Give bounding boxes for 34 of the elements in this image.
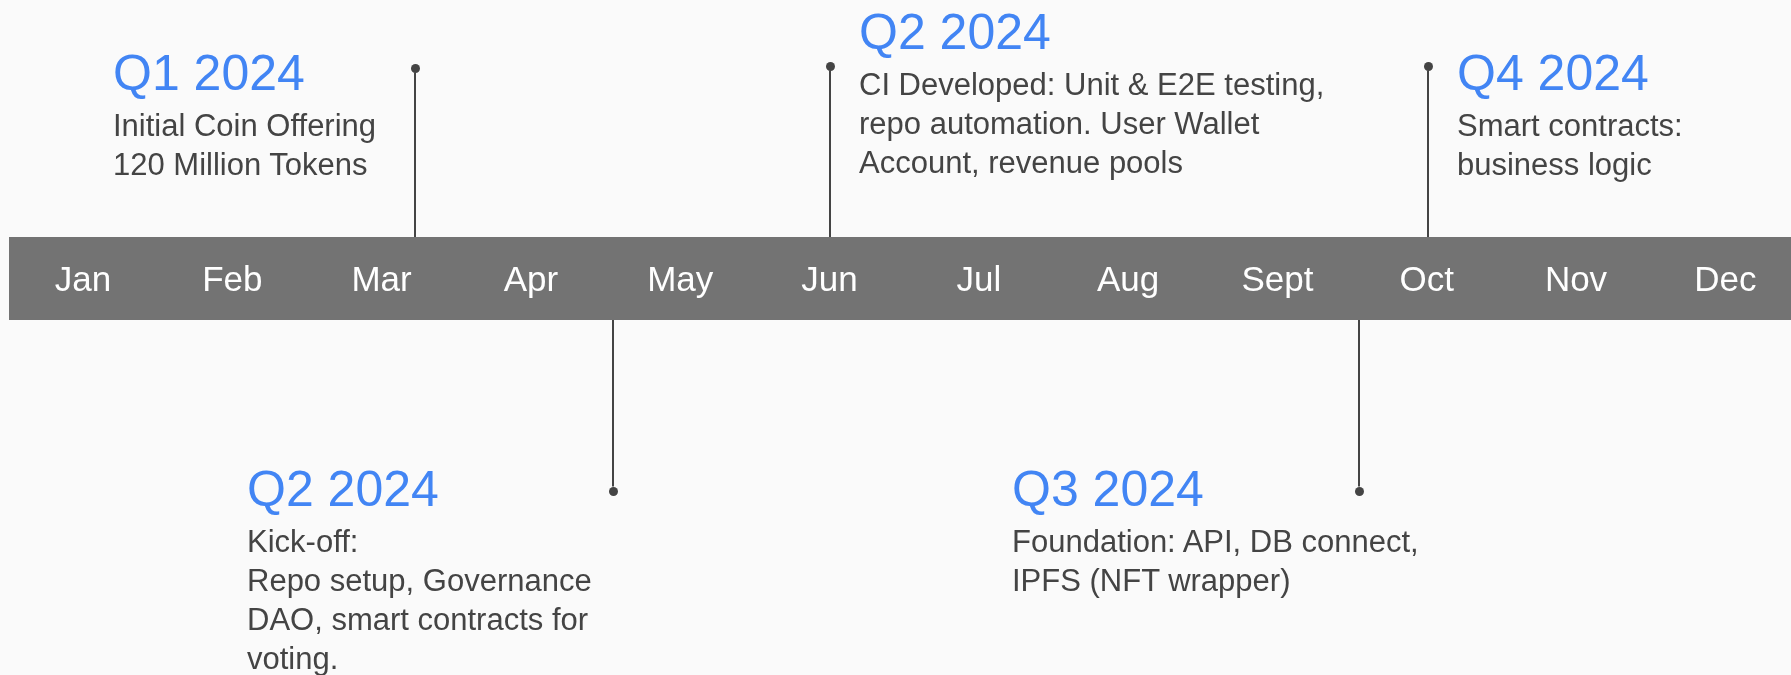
- month-label: Oct: [1399, 258, 1454, 299]
- milestone-text: CI Developed: Unit & E2E testing, repo automation. User Wallet Account, revenue pools: [859, 66, 1326, 182]
- month-label: Nov: [1544, 258, 1608, 299]
- month-label: Aug: [1096, 258, 1160, 299]
- milestone-text: Smart contracts: business logic: [1457, 107, 1684, 184]
- milestone-heading: Q2 2024: [859, 3, 1052, 61]
- month-label: Feb: [202, 258, 263, 299]
- leader-line: [829, 69, 831, 238]
- milestone-heading: Q4 2024: [1457, 44, 1650, 102]
- leader-line: [612, 319, 614, 488]
- timeline-bar: [9, 237, 1791, 320]
- pin-dot: [825, 61, 835, 71]
- milestone-heading: Q2 2024: [247, 460, 440, 518]
- month-label: Jul: [956, 258, 1002, 299]
- pin-dot: [410, 63, 420, 73]
- month-label: Sept: [1241, 258, 1314, 299]
- milestone-text: Foundation: API, DB connect, IPFS (NFT wrapper): [1012, 523, 1420, 600]
- milestone-text: Repo setup, Governance DAO, smart contracts for voting.: [247, 562, 593, 675]
- pin-dot: [1423, 61, 1433, 71]
- pin-dot: [1354, 486, 1364, 496]
- leader-line: [1427, 69, 1429, 238]
- month-label: May: [647, 258, 714, 299]
- milestone-heading: Q1 2024: [113, 44, 306, 102]
- milestone-text: Initial Coin Offering 120 Million Tokens: [113, 107, 378, 184]
- leader-line: [1358, 319, 1360, 488]
- month-label: Jun: [801, 258, 858, 299]
- leader-line: [414, 71, 416, 238]
- month-label: Apr: [503, 258, 559, 299]
- milestone-text: Kick-off:: [247, 523, 360, 561]
- month-label: Mar: [351, 258, 412, 299]
- month-label: Dec: [1694, 258, 1757, 299]
- pin-dot: [608, 486, 618, 496]
- milestone-heading: Q3 2024: [1012, 460, 1205, 518]
- month-label: Jan: [54, 258, 112, 299]
